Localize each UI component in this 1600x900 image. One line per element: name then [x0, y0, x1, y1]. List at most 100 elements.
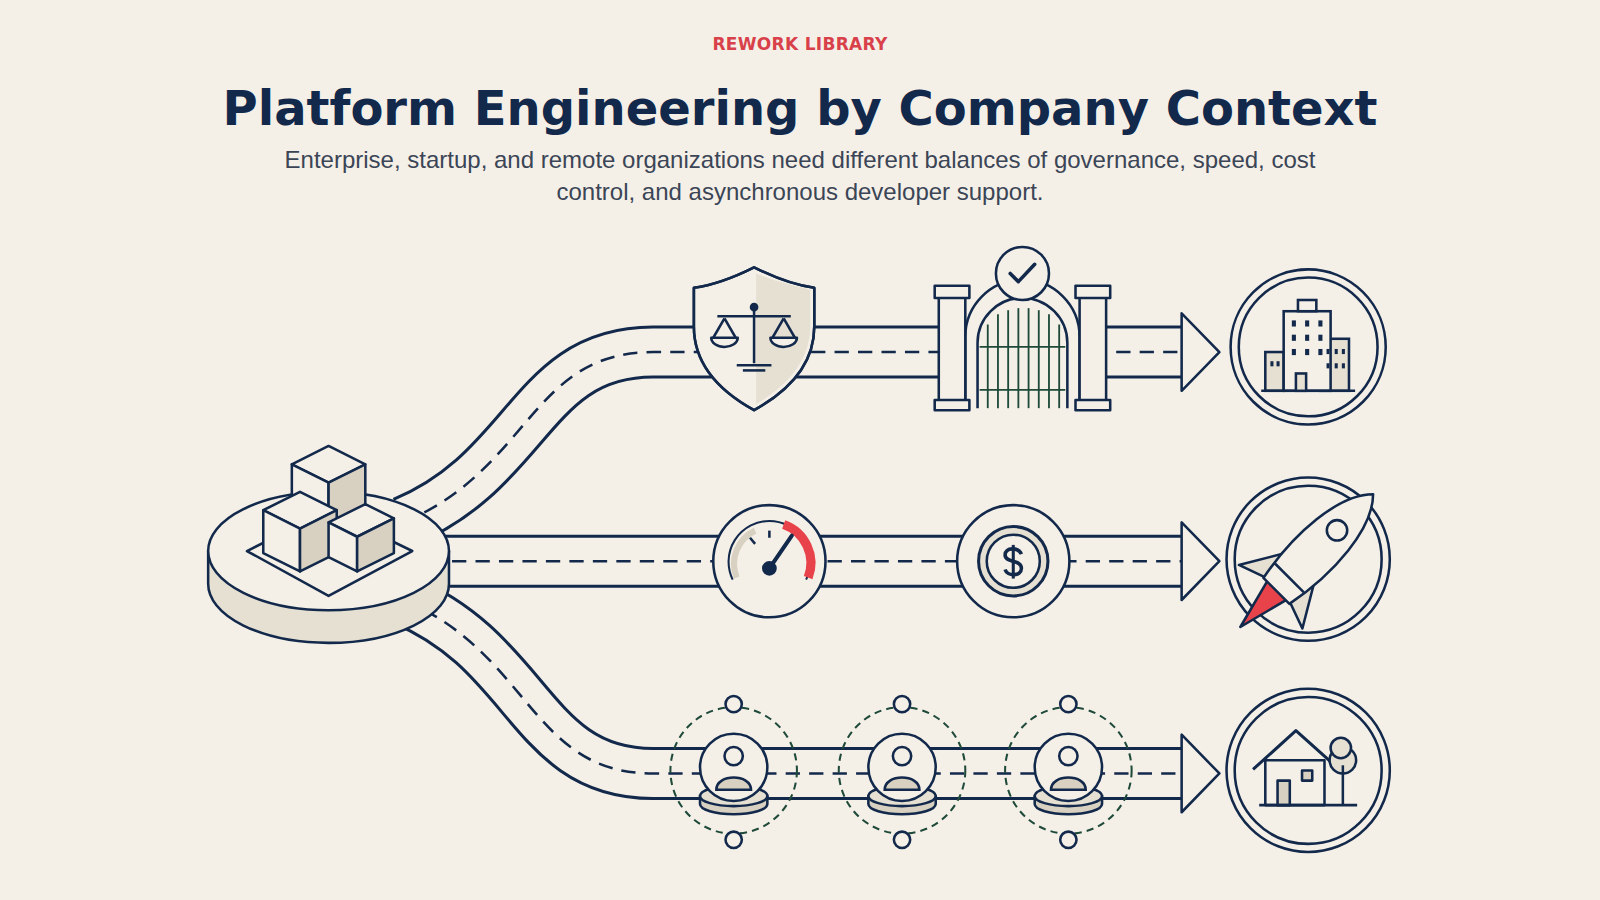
speed-gauge-part [713, 505, 825, 617]
enterprise-badge-part-part [1335, 349, 1338, 354]
remote-team-part-part [1060, 832, 1076, 848]
governance-shield-part [694, 267, 814, 410]
enterprise-badge-part [1261, 390, 1355, 393]
remote-badge-part [1259, 804, 1357, 807]
startup-badge-part-part [1260, 478, 1390, 608]
remote-badge-part [1342, 765, 1345, 805]
platform-part [208, 492, 449, 610]
platform-part [357, 518, 394, 571]
speed-gauge-part [750, 538, 755, 544]
approval-gate-part-part [1007, 310, 1009, 408]
remote-team-part-part [1059, 747, 1077, 765]
speed-gauge [713, 505, 825, 617]
remote-badge-part [1253, 731, 1335, 770]
remote-team-part-part [1005, 707, 1132, 834]
library-label: REWORK LIBRARY [0, 34, 1600, 54]
remote-team-part-part [868, 734, 935, 801]
enterprise-badge-part [1270, 320, 1344, 368]
enterprise-badge-part-part [1270, 361, 1273, 366]
cost-coin [957, 505, 1069, 617]
enterprise-badge-part-part [1305, 335, 1309, 341]
approval-gate-part-part [980, 346, 1066, 348]
cost-coin-part [957, 505, 1069, 617]
remote-team-part-part [716, 778, 751, 790]
arrow-head-part [1182, 735, 1220, 813]
remote-team-part-part [670, 707, 797, 834]
approval-gate-part [939, 296, 966, 402]
enterprise-badge-part-part [1327, 349, 1330, 354]
approval-gate-part-part [1017, 308, 1019, 408]
governance-shield-part [713, 318, 735, 337]
platform-part [263, 510, 300, 571]
cost-coin-part [1005, 549, 1021, 575]
enterprise-badge-part-part [1335, 363, 1338, 368]
approval-gate-part [1010, 264, 1034, 281]
remote-team-part-part [885, 778, 920, 790]
governance-shield-part [711, 338, 738, 347]
enterprise-badge-part-part [1305, 320, 1309, 326]
enterprise-badge-part-part [1342, 363, 1345, 368]
remote-team-part [1005, 696, 1132, 848]
remote-badge-part [1265, 760, 1324, 805]
enterprise-badge-part [1231, 269, 1386, 424]
governance-shield-part [770, 338, 797, 347]
governance-shield-part [743, 369, 765, 372]
approval-gate-part [1076, 400, 1111, 410]
remote-team-part-part [893, 747, 911, 765]
arrow-head-part [1182, 313, 1220, 391]
remote-team-part-part [839, 707, 966, 834]
remote-team-part-part [726, 832, 742, 848]
enterprise-badge-part-part [1292, 335, 1296, 341]
startup-badge-part [1209, 462, 1405, 658]
cost-coin-part [979, 527, 1048, 596]
approval-gate-part [1080, 296, 1107, 402]
governance-shield-part [717, 315, 790, 318]
speed-gauge-part [768, 531, 771, 538]
approval-gate-part [935, 400, 970, 410]
cost-coin-part [987, 535, 1040, 588]
enterprise-badge-part-part [1318, 320, 1322, 326]
approval-gate-part [1076, 286, 1111, 298]
approval-gate-part-part [987, 324, 989, 408]
enterprise-badge-part [1284, 311, 1331, 391]
road [403, 352, 1184, 773]
governance-shield [694, 267, 814, 410]
remote-team-part-part [1060, 696, 1076, 712]
startup-badge-part-part [1323, 516, 1352, 545]
remote-team-part [670, 696, 797, 848]
arrow-head [1182, 313, 1220, 812]
governance-shield-part [694, 267, 814, 410]
arrow-head-part [1182, 522, 1220, 600]
approval-gate-part-part [1048, 314, 1050, 408]
speed-gauge-part [734, 531, 755, 578]
approval-gate-part-part [1028, 308, 1030, 408]
approval-gate-part-part [997, 314, 999, 408]
enterprise-badge-part-part [1327, 363, 1330, 368]
remote-team-part-part [1051, 778, 1086, 790]
approval-gate-part-part [1058, 324, 1060, 408]
platform [208, 446, 449, 643]
approval-gate-part-part [980, 389, 1066, 391]
remote-badge-part [1227, 689, 1390, 852]
enterprise-badge-part-part [1292, 320, 1296, 326]
remote-badge-part [1331, 738, 1351, 758]
platform-part [329, 522, 358, 571]
remote-team-part-part [894, 832, 910, 848]
remote-badge-part [1235, 697, 1382, 844]
governance-shield-part [772, 318, 794, 337]
speed-gauge-part [784, 524, 811, 577]
remote-team-part-part [700, 734, 767, 801]
remote-badge [1227, 689, 1390, 852]
governance-shield-part [751, 304, 757, 310]
enterprise-badge-part-part [1277, 361, 1280, 366]
startup-badge [1209, 462, 1405, 658]
enterprise-badge-part-part [1292, 349, 1296, 355]
remote-team-part-part [726, 696, 742, 712]
enterprise-badge-part-part [1342, 349, 1345, 354]
speed-gauge-part [729, 521, 811, 580]
enterprise-badge-part [1239, 278, 1378, 417]
remote-badge-part [1302, 770, 1312, 780]
remote-team-part-part [724, 747, 742, 765]
enterprise-badge-part [1265, 352, 1283, 391]
